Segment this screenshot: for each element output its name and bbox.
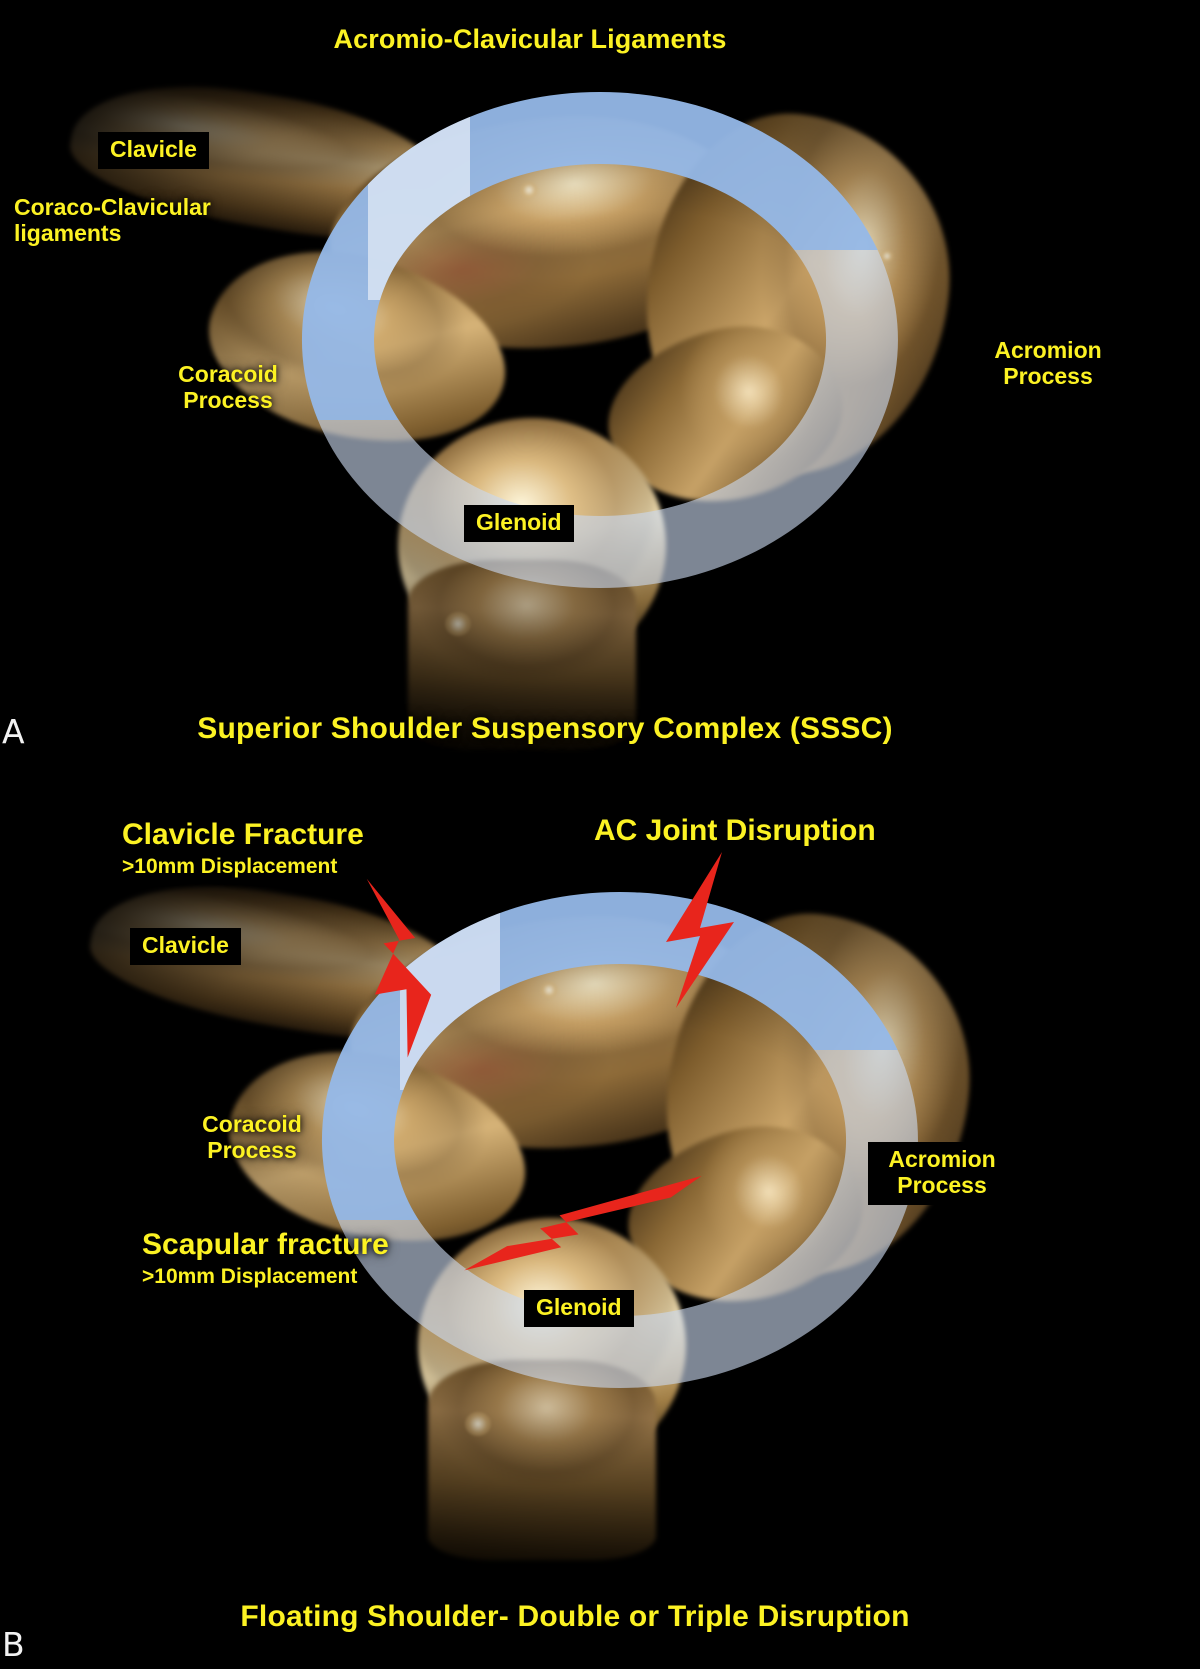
label-line-2: Process: [897, 1171, 987, 1198]
label-subtext: >10mm Displacement: [142, 1264, 358, 1288]
label-clavicle-fracture: Clavicle Fracture >10mm Displacement: [122, 818, 364, 878]
ac-joint-bolt: [666, 852, 734, 1008]
label-line-1: Coraco-Clavicular: [14, 194, 211, 220]
label-acromion-process-b: Acromion Process: [868, 1142, 1016, 1205]
panel-letter-a: A: [2, 712, 25, 751]
label-coracoid-process-a: Coracoid Process: [148, 361, 308, 414]
label-clavicle-a: Clavicle: [98, 132, 209, 169]
label-acromion-process-a: Acromion Process: [968, 337, 1128, 390]
label-line-2: Process: [207, 1136, 297, 1163]
label-heading: Scapular fracture: [142, 1228, 389, 1261]
panel-a: Acromio-Clavicular Ligaments Clavicle Co…: [0, 0, 1200, 790]
panel-letter-b: B: [2, 1625, 25, 1664]
label-line-1: Acromion: [888, 1146, 996, 1172]
label-line-2: ligaments: [14, 219, 122, 246]
label-clavicle-b: Clavicle: [130, 928, 241, 965]
label-line-2: Process: [1003, 362, 1093, 389]
label-ac-joint-disruption: AC Joint Disruption: [594, 814, 876, 847]
label-glenoid-a: Glenoid: [464, 505, 574, 542]
label-acromio-clavicular-ligaments: Acromio-Clavicular Ligaments: [333, 24, 727, 54]
label-line-2: Process: [183, 386, 273, 413]
label-line-1: Coracoid: [178, 361, 278, 387]
label-coracoid-process-b: Coracoid Process: [172, 1111, 332, 1164]
label-line-1: Coracoid: [202, 1111, 302, 1137]
label-heading: Clavicle Fracture: [122, 818, 364, 851]
disruption-bolts: [366, 852, 734, 1271]
caption-panel-a: Superior Shoulder Suspensory Complex (SS…: [197, 712, 893, 745]
label-scapular-fracture: Scapular fracture >10mm Displacement: [142, 1228, 389, 1288]
label-coraco-clavicular-ligaments: Coraco-Clavicular ligaments: [14, 194, 264, 247]
ring-segment-lower-left: [321, 1220, 620, 1388]
clavicle-fracture-bolt: [366, 878, 432, 1058]
sssc-ring-overlay-b: [321, 852, 918, 1388]
panel-b: Clavicle Fracture >10mm Displacement AC …: [0, 790, 1200, 1669]
label-subtext: >10mm Displacement: [122, 854, 338, 878]
scapular-fracture-bolt: [464, 1175, 702, 1271]
caption-panel-b: Floating Shoulder- Double or Triple Disr…: [240, 1600, 910, 1633]
ring-segment-right-lower: [600, 250, 898, 588]
label-glenoid-b: Glenoid: [524, 1290, 634, 1327]
ring-highlight-notch: [368, 96, 470, 300]
label-line-1: Acromion: [994, 337, 1102, 363]
